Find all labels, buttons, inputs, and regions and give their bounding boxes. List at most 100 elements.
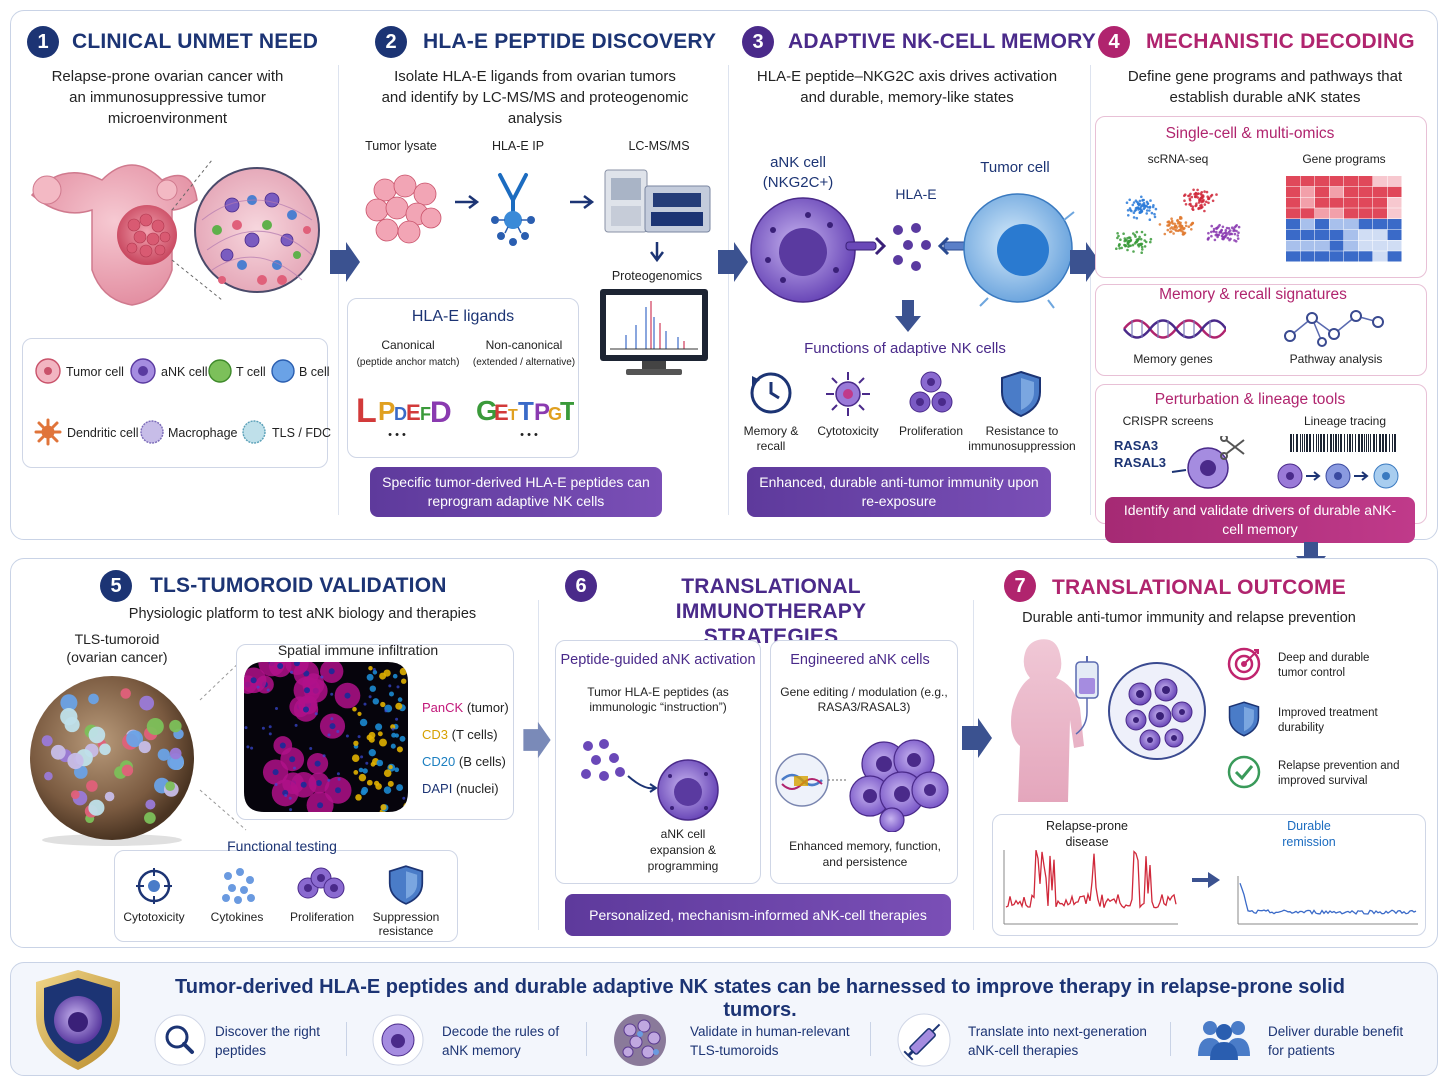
ank-cell-label: aNK cell (NKG2C+) bbox=[762, 154, 834, 191]
decor-dot bbox=[336, 772, 340, 776]
decor-dot bbox=[360, 755, 364, 759]
decor-dot bbox=[1207, 236, 1210, 240]
decor-dot bbox=[99, 743, 111, 756]
decor-dot bbox=[1143, 245, 1147, 248]
svg-text:P: P bbox=[534, 399, 550, 426]
decor-dot bbox=[1223, 231, 1226, 235]
decor-dot bbox=[372, 668, 376, 671]
heatmap-cell bbox=[1358, 251, 1373, 262]
heatmap-cell bbox=[1387, 251, 1402, 262]
heatmap-cell bbox=[1358, 186, 1373, 197]
decor-dot bbox=[1145, 212, 1148, 215]
decor-dot bbox=[1184, 203, 1188, 206]
heatmap-cell bbox=[1358, 176, 1373, 187]
decor-dot bbox=[388, 764, 393, 770]
shield-badge-icon bbox=[36, 970, 120, 1070]
panel2-conclusion: Specific tumor-derived HLA-E peptides ca… bbox=[370, 467, 662, 517]
heatmap-cell bbox=[1315, 240, 1329, 251]
decor-dot bbox=[1184, 221, 1188, 224]
decor-dot bbox=[1123, 237, 1127, 240]
divider bbox=[338, 65, 339, 515]
decor-dot bbox=[327, 733, 331, 737]
decor-dot bbox=[1138, 199, 1142, 203]
heatmap-cell bbox=[1387, 208, 1402, 219]
barcode-bar bbox=[1333, 434, 1334, 452]
decor-dot bbox=[250, 746, 254, 750]
footer-item-deliver: Deliver durable benefit for patients bbox=[1268, 1024, 1404, 1058]
panel2-desc: Isolate HLA-E ligands from ovarian tumor… bbox=[381, 68, 689, 127]
decor-dot bbox=[1230, 232, 1234, 236]
decor-dot bbox=[1203, 190, 1206, 193]
decor-dot bbox=[358, 773, 367, 782]
svg-text:T: T bbox=[508, 407, 518, 424]
function-resistance: Resistance to immunosuppression bbox=[968, 424, 1076, 453]
step-number-5: 5 bbox=[100, 570, 132, 602]
shield-icon bbox=[1001, 370, 1041, 418]
decor-dot bbox=[1135, 230, 1139, 234]
decor-dot bbox=[120, 688, 131, 699]
heatmap-cell bbox=[1286, 251, 1300, 262]
decor-dot bbox=[366, 779, 373, 786]
dna-icon bbox=[1123, 319, 1226, 339]
decor-dot bbox=[353, 740, 359, 746]
decor-dot bbox=[277, 663, 284, 669]
decor-dot bbox=[1212, 227, 1216, 231]
ellipsis: • • • bbox=[388, 429, 406, 441]
heatmap-cell bbox=[1344, 240, 1358, 251]
heatmap-cell bbox=[1329, 240, 1344, 251]
step-number-1: 1 bbox=[27, 26, 59, 58]
heatmap-cell bbox=[1387, 240, 1402, 251]
decor-dot bbox=[1188, 197, 1192, 200]
barcode-bar bbox=[1338, 434, 1339, 452]
decor-dot bbox=[1233, 239, 1236, 242]
decor-dot bbox=[1199, 199, 1202, 202]
patients-group-icon bbox=[1198, 1021, 1250, 1060]
decor-dot bbox=[1141, 203, 1145, 206]
canonical-sub: (peptide anchor match) bbox=[356, 357, 460, 368]
heatmap-cell bbox=[1286, 229, 1300, 240]
decor-dot bbox=[1187, 194, 1190, 198]
decor-dot bbox=[50, 744, 66, 760]
decor-dot bbox=[165, 781, 176, 792]
marker-cd3: CD3 (T cells) bbox=[422, 727, 498, 742]
decor-dot bbox=[1196, 188, 1199, 192]
decor-dot bbox=[309, 747, 313, 750]
heatmap-cell bbox=[1286, 208, 1300, 219]
heatmap-cell bbox=[1300, 229, 1315, 240]
decor-dot bbox=[1150, 211, 1154, 215]
function-memory: Memory & recall bbox=[743, 424, 799, 453]
step-number-7: 7 bbox=[1004, 570, 1036, 602]
ank-tumor-synapse-illustration bbox=[750, 193, 1078, 309]
barcode-bar bbox=[1352, 434, 1353, 452]
ellipsis: • • • bbox=[520, 429, 538, 441]
barcode-bar bbox=[1382, 434, 1384, 452]
decor-dot bbox=[1203, 209, 1206, 213]
decor-dot bbox=[1229, 237, 1232, 241]
decor-dot bbox=[88, 799, 105, 816]
svg-text:G: G bbox=[476, 395, 498, 426]
decor-dot bbox=[289, 808, 293, 812]
decor-dot bbox=[303, 670, 310, 677]
barcode-bar bbox=[1302, 434, 1303, 452]
divider bbox=[973, 600, 974, 930]
decor-dot bbox=[330, 692, 334, 696]
decor-dot bbox=[384, 709, 388, 713]
decor-dot bbox=[1163, 232, 1167, 236]
decor-dot bbox=[337, 777, 341, 781]
memory-signatures-title: Memory & recall signatures bbox=[1159, 286, 1347, 303]
decor-dot bbox=[244, 726, 248, 730]
decor-dot bbox=[1236, 237, 1240, 240]
barcode-bar bbox=[1323, 434, 1325, 452]
decor-dot bbox=[1135, 216, 1139, 220]
decor-dot bbox=[1211, 199, 1215, 203]
heatmap-cell bbox=[1329, 251, 1344, 262]
decor-dot bbox=[1141, 199, 1144, 202]
decor-dot bbox=[1205, 190, 1209, 194]
decor-dot bbox=[392, 673, 398, 679]
decor-dot bbox=[1191, 221, 1195, 225]
decor-dot bbox=[1117, 234, 1120, 238]
decor-dot bbox=[272, 769, 279, 776]
decor-dot bbox=[363, 702, 367, 706]
decor-dot bbox=[293, 662, 300, 667]
zoom-lines bbox=[199, 655, 247, 831]
